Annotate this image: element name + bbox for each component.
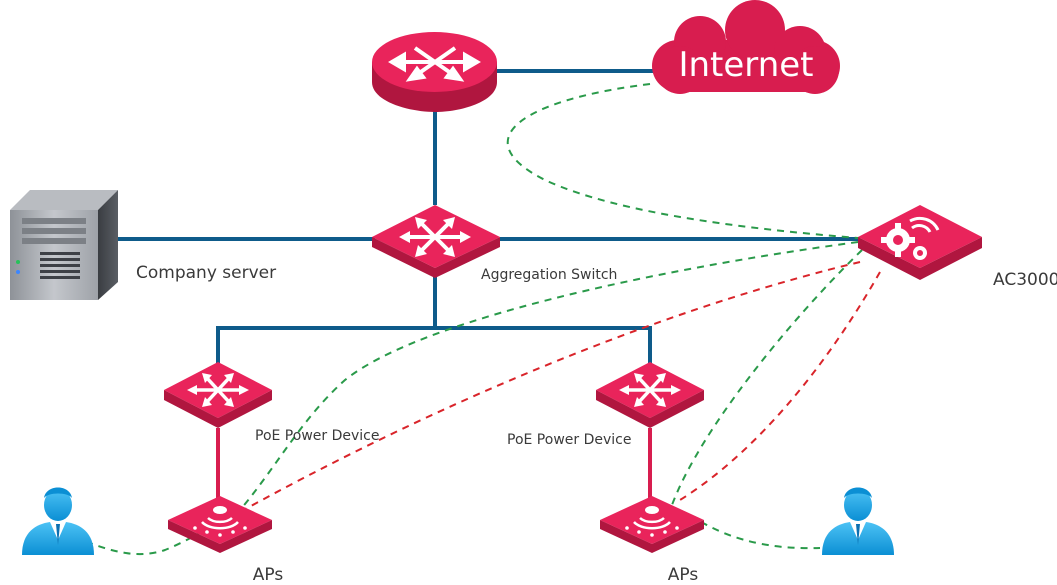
ap-left[interactable]: APs [168, 496, 283, 585]
poe-power-device-left-label: PoE Power Device [255, 428, 379, 444]
server-tower-icon [10, 190, 118, 300]
ap-right-label: APs [668, 565, 699, 585]
company-server-label: Company server [136, 263, 276, 283]
switch-arrows-icon [399, 217, 471, 257]
company-server[interactable]: Company server [10, 190, 276, 300]
aggregation-switch[interactable]: Aggregation Switch [372, 205, 617, 283]
aggregation-switch-label: Aggregation Switch [481, 267, 617, 283]
poe-power-device-right-label: PoE Power Device [507, 432, 631, 448]
ap-right[interactable]: APs [600, 496, 704, 585]
ac3000-controller[interactable]: AC3000 [858, 205, 1057, 290]
gear-wifi-icon [881, 216, 940, 260]
user-left[interactable] [22, 487, 94, 556]
poe-power-device-left[interactable]: PoE Power Device [164, 362, 379, 444]
green-path-ac-right-ap [671, 249, 863, 506]
ac3000-label: AC3000 [993, 270, 1057, 290]
green-path-internet-ac [506, 83, 859, 239]
wifi-ap-icon [625, 506, 679, 537]
router-arrows-icon [388, 46, 481, 82]
poe-power-device-right[interactable]: PoE Power Device [507, 362, 704, 448]
switch-arrows-icon [187, 373, 249, 407]
router[interactable] [372, 32, 497, 112]
user-right[interactable] [822, 487, 894, 556]
green-path-ac-left-ap [234, 241, 859, 517]
green-dashed-paths [61, 83, 863, 556]
switch-arrows-icon [619, 373, 681, 407]
link-bus-right [435, 326, 652, 372]
user-icon [22, 487, 94, 555]
red-path-ac-right-ap [679, 271, 881, 501]
internet-label: Internet [678, 45, 813, 85]
cloud-icon [652, 0, 840, 94]
user-icon [822, 487, 894, 555]
internet-cloud[interactable]: Internet [652, 0, 840, 94]
green-path-right-user [689, 514, 821, 550]
wifi-ap-icon [193, 506, 247, 537]
poe-links [216, 428, 652, 503]
red-dashed-paths [239, 261, 881, 513]
ap-left-label: APs [253, 565, 284, 585]
wired-links [118, 69, 860, 372]
link-switch-poe-bus [216, 270, 437, 372]
